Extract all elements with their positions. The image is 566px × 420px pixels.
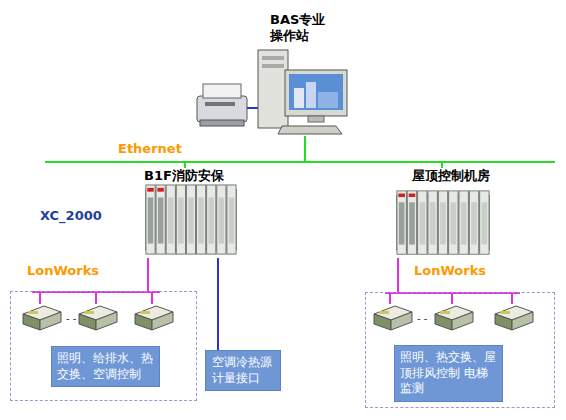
location-heading: 屋顶控制机房 [412,168,490,184]
device-group: 照明、热交换、屋顶排风控制 电梯监测 [365,292,555,408]
operator-station: BAS专业 操作站 [190,8,360,136]
connector [217,258,219,350]
interface-label: 空调冷热源计量接口 [212,355,274,386]
network-label: Ethernet [118,141,182,157]
connector [305,136,442,168]
bus-label: LonWorks [25,263,101,279]
interface-box: 空调冷热源计量接口 [205,350,281,391]
controller: B1F消防安保XC_2000 [140,168,240,258]
computer [258,50,347,134]
connector [185,136,305,168]
field-device [374,306,412,330]
function-label: 照明、热交换、屋顶排风控制 电梯监测 [394,345,503,402]
field-device [79,306,117,330]
connector [147,258,149,291]
controller [145,185,237,254]
field-device [23,306,61,330]
bus-label: LonWorks [412,263,488,279]
connector [397,258,399,292]
controller: 屋顶控制机房 [390,168,495,258]
device-group: 照明、给排水、热交换、空调控制 [10,291,197,401]
controller-model: XC_2000 [40,208,102,223]
controller [396,191,490,254]
lonworks-bus [385,293,520,304]
station-title: BAS专业 操作站 [270,12,334,45]
lonworks-bus [32,292,160,304]
function-label: 照明、给排水、热交换、空调控制 [51,346,160,387]
printer [197,84,247,126]
ellipsis: - - [417,313,428,324]
ellipsis: - - [66,313,77,324]
field-device [495,306,533,330]
field-device [135,306,173,330]
location-heading: B1F消防安保 [144,168,224,184]
field-device [435,306,473,330]
